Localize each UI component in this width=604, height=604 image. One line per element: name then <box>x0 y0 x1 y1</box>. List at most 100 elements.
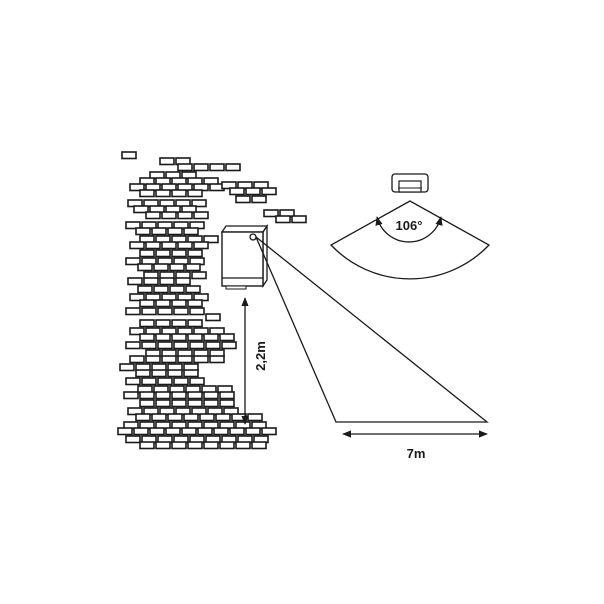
brick <box>291 215 307 224</box>
brick <box>127 277 143 286</box>
brick <box>245 187 261 196</box>
brick <box>229 187 245 196</box>
wall-lamp <box>220 223 269 290</box>
brick <box>219 333 235 342</box>
brick <box>155 399 171 408</box>
brick <box>125 341 141 350</box>
brick <box>185 285 201 294</box>
brick <box>125 221 141 230</box>
height-label: 2,2m <box>253 341 268 371</box>
brick <box>173 341 189 350</box>
brick <box>165 427 181 436</box>
brick <box>139 299 155 308</box>
brick <box>263 209 279 218</box>
brick <box>129 327 145 336</box>
brick <box>153 263 169 272</box>
brick <box>125 435 141 444</box>
brick <box>183 227 199 236</box>
brick <box>155 249 171 258</box>
brick <box>187 249 203 258</box>
brick <box>171 391 187 400</box>
detection-beam <box>255 236 489 423</box>
brick <box>219 391 235 400</box>
brick <box>139 399 155 408</box>
brick <box>187 333 203 342</box>
brick <box>187 391 203 400</box>
brick <box>183 369 199 378</box>
brick <box>167 369 183 378</box>
brick <box>155 441 171 450</box>
brick <box>155 189 171 198</box>
brick <box>235 441 251 450</box>
brick <box>203 235 219 244</box>
brick <box>221 181 237 190</box>
brick <box>189 341 205 350</box>
brick <box>189 377 205 386</box>
brick <box>125 257 141 266</box>
brick <box>149 427 165 436</box>
brick <box>177 211 193 220</box>
brick <box>261 187 277 196</box>
brick <box>251 441 267 450</box>
brick <box>245 427 261 436</box>
brick <box>203 399 219 408</box>
brick <box>223 407 239 416</box>
brick <box>219 441 235 450</box>
brick <box>177 241 193 250</box>
brick <box>185 263 201 272</box>
brick <box>137 263 153 272</box>
sensor-top-view: 106° <box>329 173 491 280</box>
brick <box>237 181 253 190</box>
brick <box>229 427 245 436</box>
brick <box>173 307 189 316</box>
brick <box>235 195 251 204</box>
brick <box>139 333 155 342</box>
brick <box>171 299 187 308</box>
brick <box>139 441 155 450</box>
brick <box>187 441 203 450</box>
brick <box>209 163 225 172</box>
brick <box>139 249 155 258</box>
brick <box>205 341 221 350</box>
brick <box>219 399 235 408</box>
angle-arc <box>375 216 443 243</box>
brick-wall <box>117 151 307 450</box>
brick <box>213 427 229 436</box>
brick <box>199 413 215 422</box>
brick <box>177 355 193 364</box>
brick <box>143 277 159 286</box>
brick <box>193 211 209 220</box>
brick <box>205 313 221 322</box>
brick <box>133 205 149 214</box>
brick <box>129 293 145 302</box>
brick <box>145 355 161 364</box>
brick <box>173 377 189 386</box>
brick <box>247 413 263 422</box>
brick <box>127 407 143 416</box>
brick <box>151 413 167 422</box>
brick <box>197 427 213 436</box>
brick <box>175 277 191 286</box>
brick <box>159 407 175 416</box>
distance-label: 7m <box>407 446 426 461</box>
brick <box>129 241 145 250</box>
angle-label: 106° <box>396 218 423 233</box>
brick <box>133 427 149 436</box>
brick <box>251 195 267 204</box>
brick <box>119 363 135 372</box>
brick <box>125 377 141 386</box>
brick <box>153 285 169 294</box>
brick <box>125 307 141 316</box>
brick <box>151 369 167 378</box>
brick <box>145 241 161 250</box>
brick <box>157 307 173 316</box>
brick <box>187 319 203 328</box>
brick <box>157 377 173 386</box>
brick <box>189 307 205 316</box>
brick <box>161 355 177 364</box>
brick <box>171 319 187 328</box>
brick <box>129 183 145 192</box>
brick <box>253 181 269 190</box>
distance-dimension: 7m <box>342 430 488 461</box>
